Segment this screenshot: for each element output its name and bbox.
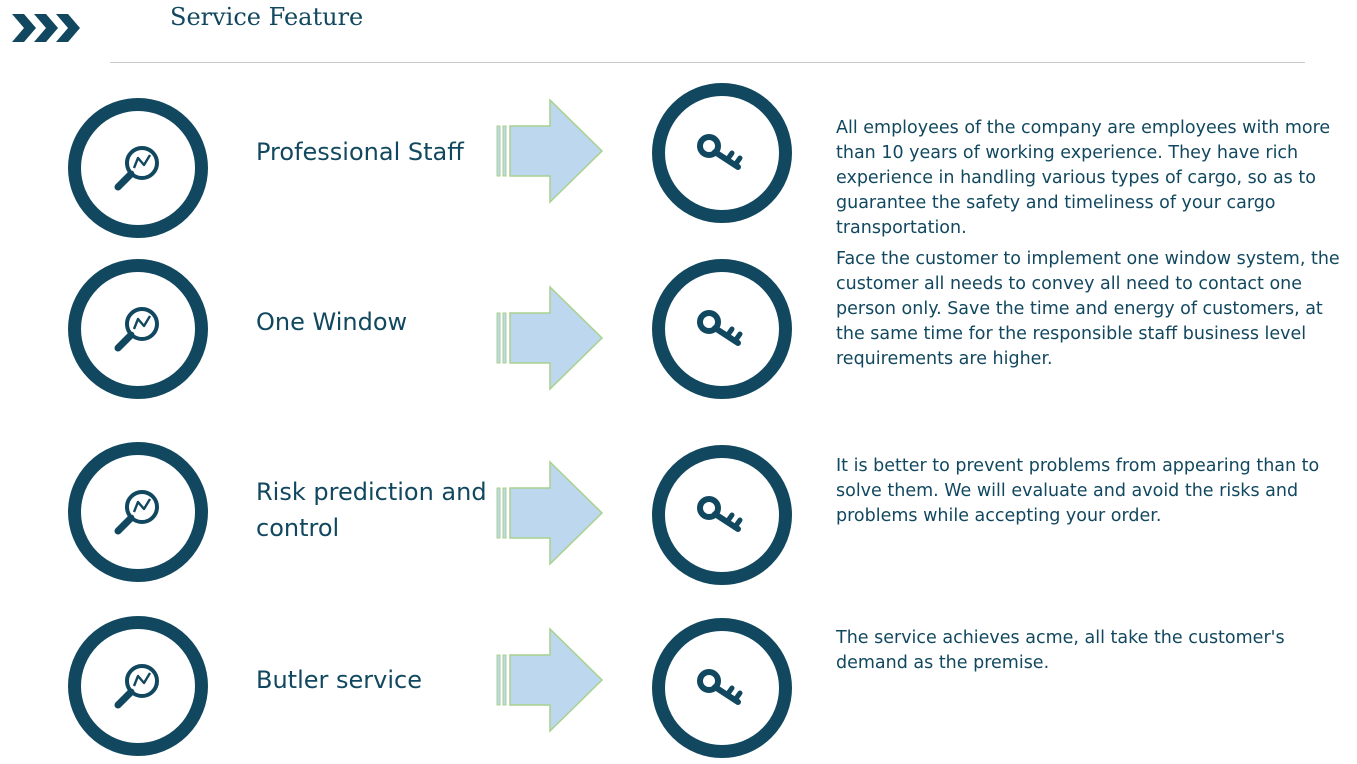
feature-key-badge — [652, 259, 792, 399]
feature-title: One Window — [256, 308, 408, 336]
key-icon — [697, 134, 743, 170]
key-icon — [697, 496, 743, 532]
arrow-right-icon — [496, 98, 604, 204]
feature-description: It is better to prevent problems from ap… — [836, 456, 1320, 526]
page-title: Service Feature — [170, 3, 364, 31]
feature-description: All employees of the company are employe… — [836, 118, 1331, 238]
feature-description: The service achieves acme, all take the … — [836, 628, 1285, 673]
arrow-right-icon — [496, 627, 604, 733]
feature-title: Professional Staff — [256, 138, 464, 166]
feature-key-badge — [652, 445, 792, 585]
feature-title: Risk prediction and control — [256, 478, 487, 542]
magnifier-chart-icon — [114, 664, 159, 709]
feature-badge — [68, 616, 208, 756]
feature-title: Butler service — [256, 666, 422, 694]
feature-key-badge — [652, 618, 792, 758]
key-icon — [697, 310, 743, 346]
feature-badge — [68, 442, 208, 582]
triple-chevron-right-icon — [12, 14, 80, 42]
magnifier-chart-icon — [114, 490, 159, 535]
key-icon — [697, 669, 743, 705]
feature-key-badge — [652, 83, 792, 223]
header-divider — [110, 62, 1305, 63]
feature-badge — [68, 98, 208, 238]
magnifier-chart-icon — [114, 146, 159, 191]
feature-badge — [68, 259, 208, 399]
arrow-right-icon — [496, 285, 604, 391]
feature-description: Face the customer to implement one windo… — [836, 249, 1340, 369]
magnifier-chart-icon — [114, 307, 159, 352]
arrow-right-icon — [496, 460, 604, 566]
